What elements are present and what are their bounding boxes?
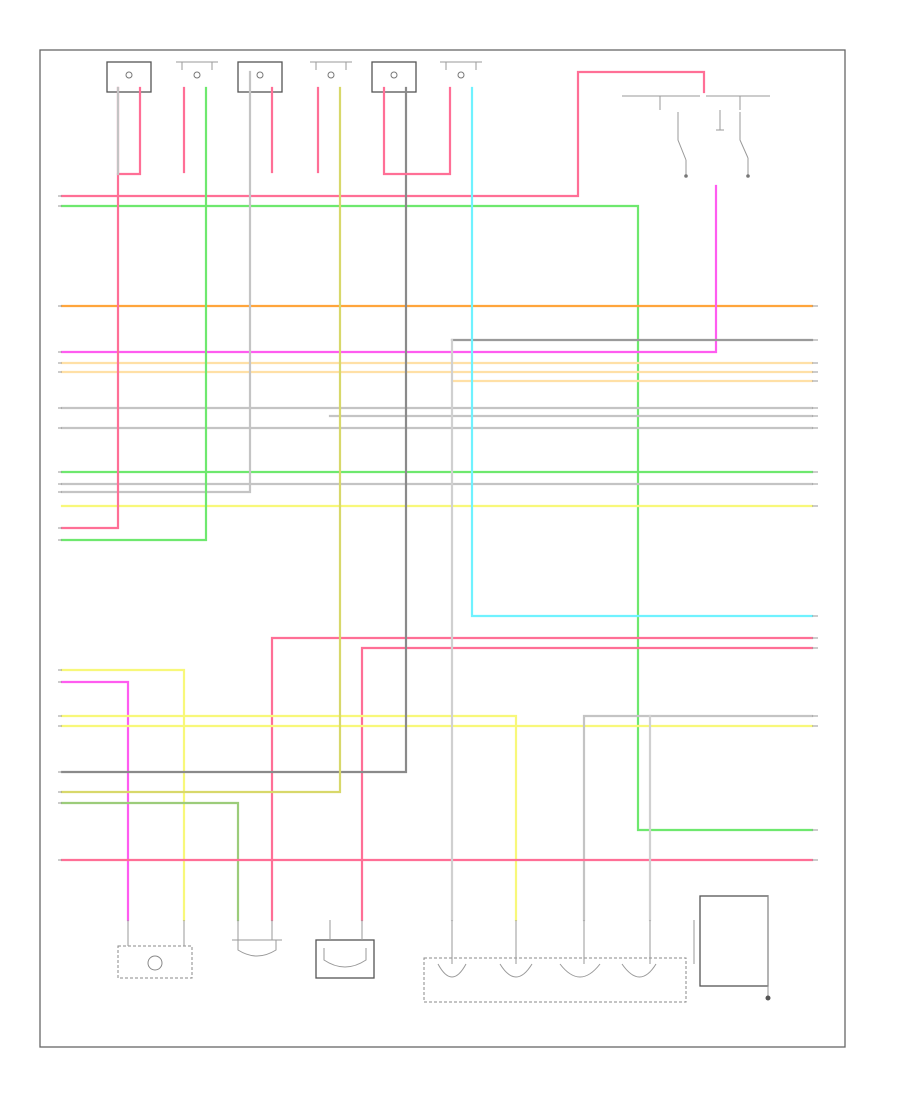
wire-dk-gray-3 [60, 86, 408, 774]
top-connectors [106, 61, 482, 93]
relay-switch-right [739, 112, 749, 176]
relay-block [622, 95, 770, 178]
connector-terminal [193, 71, 201, 79]
injector-coil-1 [437, 963, 467, 978]
connector-5-bracket [310, 61, 352, 70]
bottom-components [117, 895, 771, 1003]
wire-yellow-5 [60, 86, 342, 794]
sensor-2-symbol [232, 939, 282, 957]
relay-contact [684, 174, 688, 178]
wire-gray-5 [60, 70, 252, 494]
relay-contact [746, 174, 750, 178]
relay-coil [716, 110, 724, 131]
injector-coil-2 [499, 963, 533, 978]
control-module-box [699, 895, 769, 987]
wire-magenta-relay [60, 184, 718, 354]
wire-magenta-2 [60, 680, 130, 922]
connector-drops [116, 86, 452, 176]
component-leads [127, 920, 695, 964]
injector-coil-4 [621, 963, 657, 978]
injector-bank-box [423, 957, 687, 1003]
connector-terminal [457, 71, 465, 79]
horizontal-wires [60, 70, 814, 922]
relay-switch-left [677, 112, 687, 176]
relay-frame [622, 95, 770, 110]
connector-1 [106, 61, 152, 93]
wire-gray-6 [582, 714, 814, 922]
connector-4-bracket [176, 61, 218, 70]
connector-terminal [125, 71, 133, 79]
connector-2 [237, 61, 283, 93]
sensor-3-box [315, 939, 375, 979]
diagram-frame [39, 49, 846, 1048]
wire-lt-green-main [60, 204, 814, 832]
connector-terminal [327, 71, 335, 79]
connector-6-bracket [440, 61, 482, 70]
connector-terminal [256, 71, 264, 79]
injector-coil-3 [559, 963, 601, 978]
sensor-3-symbol [323, 948, 367, 968]
wire-pink-short [60, 86, 120, 530]
sensor-1-symbol [147, 955, 163, 971]
wire-green-gray [60, 801, 240, 922]
wire-yellow-3 [60, 714, 518, 922]
ground-point [765, 995, 771, 1001]
sensor-1-dashed-box [117, 945, 193, 979]
wire-yellow-2 [60, 668, 186, 922]
wire-pink-right-1 [270, 636, 814, 922]
wire-lt-green-short [60, 86, 208, 542]
connector-terminal [390, 71, 398, 79]
pin-stubs [58, 195, 818, 861]
drop-pink [382, 86, 452, 176]
connector-3 [371, 61, 417, 93]
wire-cyan [470, 86, 814, 618]
wire-pink-right-2 [360, 646, 814, 922]
drop-pink [116, 86, 142, 176]
